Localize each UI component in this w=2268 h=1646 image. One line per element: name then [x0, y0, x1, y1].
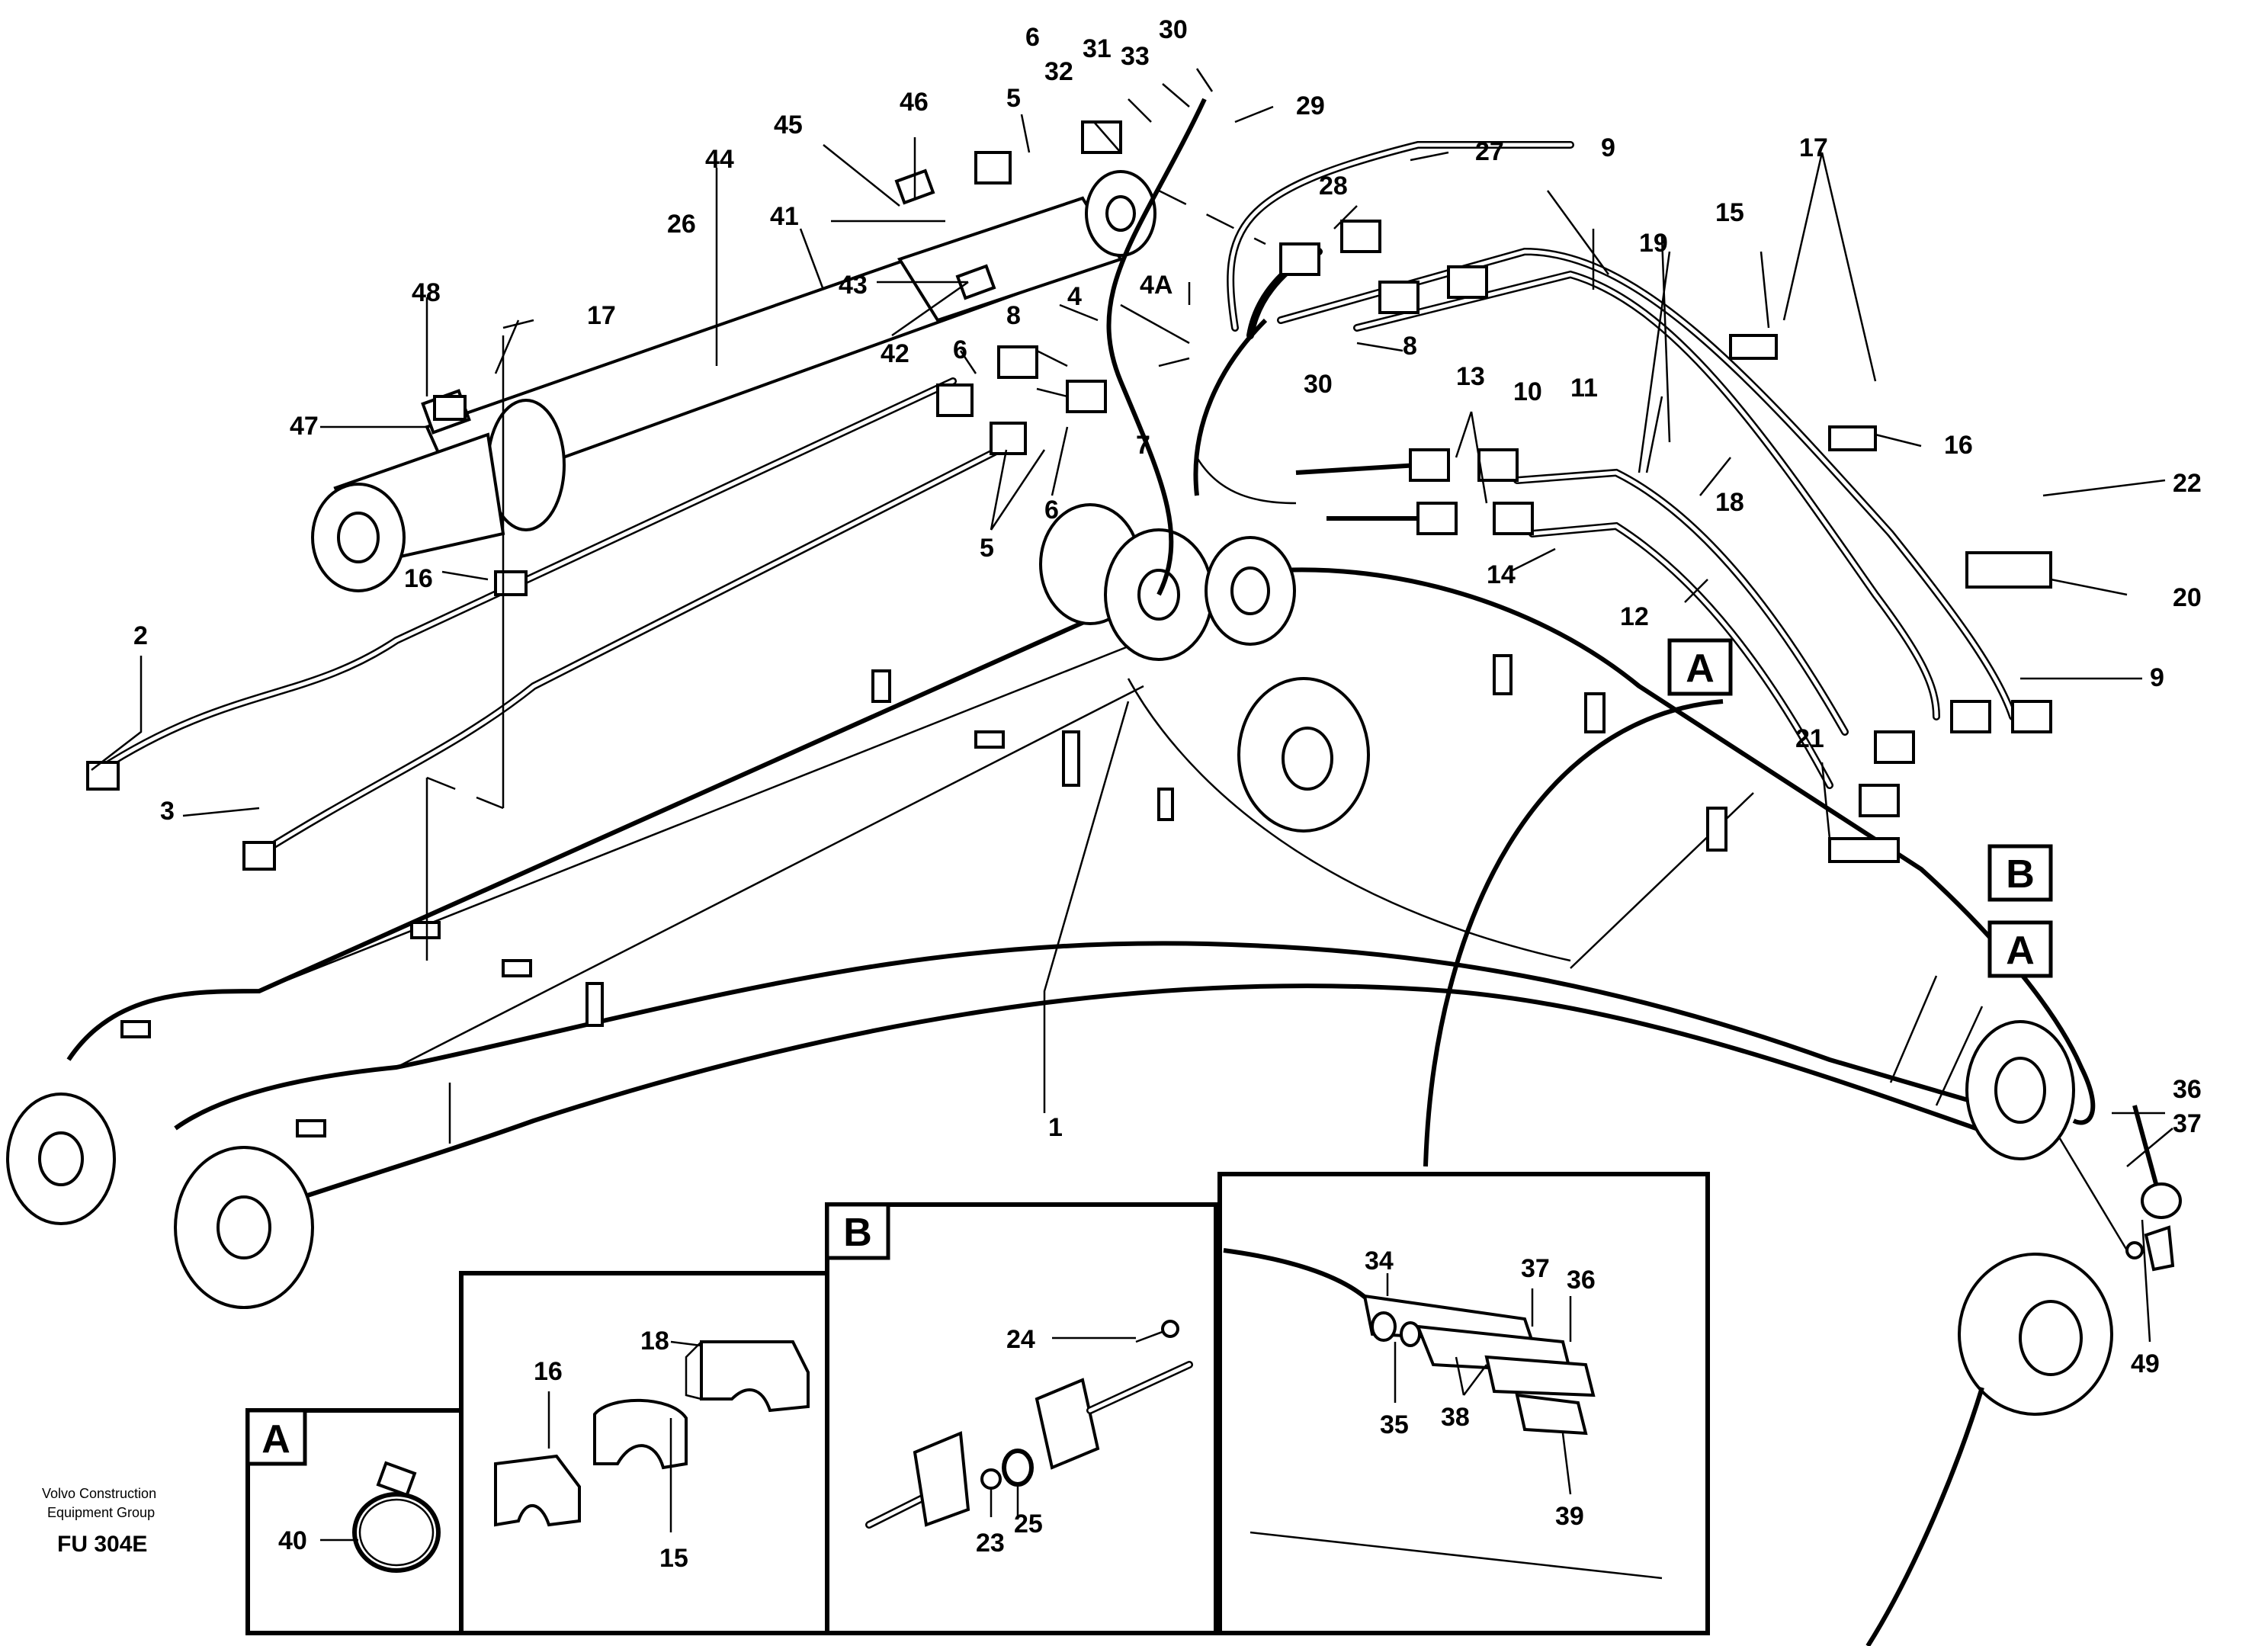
detail-b-title: B	[843, 1211, 872, 1255]
credit-line-1: Volvo Construction	[42, 1486, 156, 1501]
part-label-37: 37	[2173, 1109, 2202, 1138]
callout-b-letter: B	[2006, 852, 2035, 897]
detail-clamps-inset: 16 18 15	[459, 1271, 829, 1635]
part-label-5a: 5	[1006, 84, 1021, 113]
part-label-16a: 16	[404, 564, 433, 593]
part-label-17a: 17	[587, 301, 616, 330]
detail-hose-label-39: 39	[1555, 1502, 1584, 1531]
part-label-8a: 8	[1006, 301, 1021, 330]
part-label-17b: 17	[1799, 133, 1828, 162]
part-label-14: 14	[1487, 560, 1516, 589]
detail-link-curve	[1423, 699, 1724, 1167]
part-label-3: 3	[160, 797, 175, 826]
drawing-footer: Volvo Construction Equipment Group FU 30…	[42, 1486, 156, 1557]
drawing-code: FU 304E	[57, 1532, 147, 1557]
part-label-33: 33	[1121, 42, 1150, 71]
part-label-26: 26	[667, 210, 696, 239]
part-label-41: 41	[770, 202, 799, 231]
detail-clamp-label-18: 18	[640, 1327, 669, 1356]
part-label-47: 47	[290, 412, 319, 441]
part-label-12: 12	[1620, 602, 1649, 631]
detail-clamp-label-16: 16	[534, 1357, 563, 1386]
detail-b-label-24: 24	[1006, 1325, 1035, 1354]
part-label-6c: 6	[1044, 496, 1059, 525]
part-label-13: 13	[1456, 362, 1485, 391]
part-label-15: 15	[1715, 198, 1744, 227]
part-label-22: 22	[2173, 469, 2202, 498]
detail-b-inset: B 24 23 25	[825, 1202, 1218, 1635]
part-label-27: 27	[1475, 137, 1504, 166]
part-label-49: 49	[2131, 1349, 2160, 1378]
part-label-43: 43	[839, 271, 868, 300]
part-number-labels: 1 2 3 4 4A 5 5 6 6 6 7 8 8 9 9 10 11 12 …	[133, 15, 2202, 1378]
detail-hose-label-37: 37	[1521, 1254, 1550, 1283]
callout-b: B	[1987, 844, 2053, 902]
detail-hose-label-35: 35	[1380, 1410, 1409, 1439]
boom-arm	[6, 503, 2113, 1646]
pipes	[86, 98, 2182, 1272]
part-label-11: 11	[1570, 374, 1598, 403]
part-label-48: 48	[412, 278, 441, 307]
part-label-5b: 5	[980, 534, 994, 563]
callout-a-lower-letter: A	[2006, 929, 2035, 973]
leader-lines	[91, 68, 2173, 1343]
detail-a-inset: A 40	[245, 1408, 464, 1635]
callout-a-upper: A	[1667, 638, 1733, 696]
part-label-28: 28	[1319, 172, 1348, 201]
part-label-4a: 4A	[1140, 271, 1172, 300]
part-label-6b: 6	[953, 335, 967, 364]
part-label-2: 2	[133, 621, 148, 650]
part-label-9a: 9	[1601, 133, 1615, 162]
credit-line-2: Equipment Group	[47, 1505, 155, 1520]
part-label-4: 4	[1067, 282, 1082, 311]
part-label-29: 29	[1296, 91, 1325, 120]
detail-b-label-25: 25	[1014, 1510, 1043, 1539]
detail-hose-label-34: 34	[1365, 1247, 1394, 1275]
detail-hoses-inset: 34 37 36 35 38 39	[1217, 1172, 1710, 1635]
part-label-32: 32	[1044, 57, 1073, 86]
part-label-7: 7	[1136, 431, 1150, 460]
part-label-19: 19	[1639, 229, 1668, 258]
part-label-46: 46	[900, 88, 929, 117]
callout-a-lower: A	[1987, 920, 2053, 978]
part-label-9b: 9	[2150, 663, 2164, 692]
detail-b-label-23: 23	[976, 1529, 1005, 1558]
part-label-16b: 16	[1944, 431, 1973, 460]
part-label-21: 21	[1795, 724, 1824, 753]
part-label-31: 31	[1083, 34, 1112, 63]
part-label-6a: 6	[1025, 23, 1040, 52]
part-label-18: 18	[1715, 488, 1744, 517]
boom-cylinder	[311, 168, 1156, 592]
part-label-44: 44	[705, 145, 734, 174]
part-label-30b: 30	[1304, 370, 1333, 399]
detail-clamp-label-15: 15	[659, 1544, 688, 1573]
part-label-10: 10	[1513, 377, 1542, 406]
detail-hose-label-38: 38	[1441, 1403, 1470, 1432]
part-label-42: 42	[881, 339, 909, 368]
detail-a-label-40: 40	[278, 1526, 307, 1555]
part-label-1: 1	[1048, 1113, 1063, 1142]
part-label-36: 36	[2173, 1075, 2202, 1104]
part-label-20: 20	[2173, 583, 2202, 612]
part-label-45: 45	[774, 111, 803, 140]
part-label-30a: 30	[1159, 15, 1188, 44]
detail-a-title: A	[261, 1417, 290, 1462]
part-label-8b: 8	[1403, 332, 1417, 361]
callout-a-upper-letter: A	[1686, 647, 1715, 691]
detail-hose-label-36: 36	[1567, 1266, 1596, 1295]
